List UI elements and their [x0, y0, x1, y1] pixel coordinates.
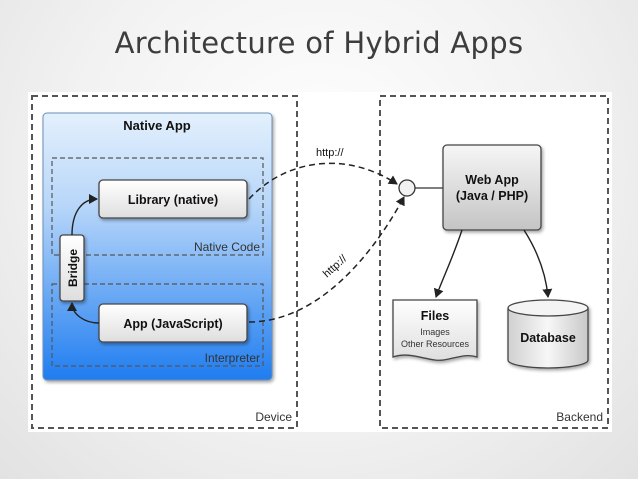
web-app-title: Web App	[465, 173, 519, 187]
web-app-box	[442, 144, 542, 231]
http-label-top: http://	[316, 147, 344, 159]
native-code-region	[51, 157, 264, 256]
device-label: Device	[255, 410, 292, 424]
files-title: Files	[421, 309, 450, 323]
files-images-label: Images	[420, 327, 450, 337]
app-http-connection	[248, 196, 405, 323]
bridge-to-library-arrow	[71, 194, 98, 236]
library-native-box	[98, 179, 248, 219]
interpreter-label: Interpreter	[205, 351, 260, 365]
library-native-label: Library (native)	[128, 193, 218, 207]
interpreter-region	[51, 283, 264, 367]
library-http-connection	[248, 162, 398, 200]
app-javascript-label: App (JavaScript)	[123, 317, 222, 331]
database-cylinder	[507, 299, 589, 369]
endpoint-circle	[398, 179, 416, 197]
web-app-subtitle: (Java / PHP)	[456, 189, 528, 203]
backend-label: Backend	[556, 410, 603, 424]
backend-boundary	[379, 95, 609, 429]
webapp-to-database-arrow	[523, 229, 553, 298]
app-to-bridge-arrow	[67, 302, 100, 324]
database-label: Database	[520, 331, 576, 345]
files-document	[392, 299, 478, 361]
native-app-title: Native App	[123, 118, 190, 133]
bridge-label: Bridge	[66, 249, 80, 287]
device-boundary	[31, 95, 298, 429]
files-other-resources-label: Other Resources	[401, 339, 470, 349]
webapp-to-files-arrow	[433, 229, 463, 298]
slide-title: Architecture of Hybrid Apps	[114, 26, 524, 60]
native-code-label: Native Code	[194, 240, 260, 254]
